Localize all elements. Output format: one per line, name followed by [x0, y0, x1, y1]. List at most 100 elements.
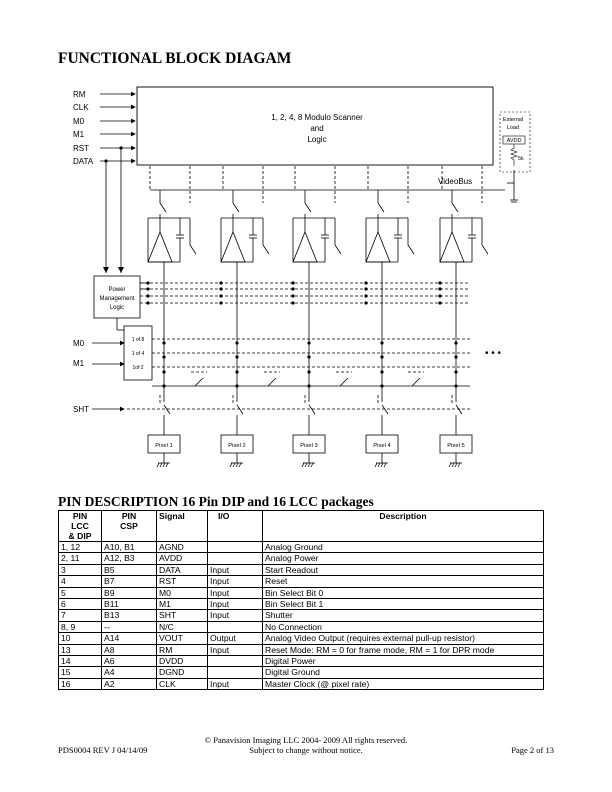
cell-pin-csp: A10, B1 [101, 540, 157, 554]
shutter-switch [455, 404, 463, 415]
ground-hatch [377, 462, 381, 468]
cell-pin-csp: A14 [101, 632, 157, 645]
amplifier-triangle [292, 230, 318, 263]
cell-signal: RM [156, 643, 208, 656]
cell-description: Analog Power [262, 552, 544, 565]
input-label-rst: RST [73, 144, 89, 153]
functional-block-diagram: 1, 2, 4, 8 Modulo ScannerandLogicRMCLKM0… [73, 86, 531, 468]
ground-hatch [451, 462, 455, 468]
cell-signal: M0 [156, 586, 208, 599]
cell-io: Input [207, 575, 263, 588]
junction-dot [235, 370, 239, 374]
cell-io: Input [207, 643, 263, 656]
cell-pin-csp: A12, B3 [101, 552, 157, 565]
cell-pin-lcc: 13 [58, 643, 102, 656]
cell-pin-lcc: 14 [58, 654, 102, 668]
header-description: Description [262, 510, 544, 542]
header-io: I/O [207, 510, 263, 542]
ground-hatch [304, 462, 308, 468]
avdd-label: AVDD [507, 138, 522, 144]
shutter-switch [381, 404, 389, 415]
ground-hatch [380, 462, 384, 468]
cell-pin-lcc: 5 [58, 586, 102, 599]
cell-io [207, 540, 263, 554]
cell-io [207, 552, 263, 565]
reset-switch [189, 244, 197, 255]
junction-dot [307, 355, 311, 359]
pin-description-title: PIN DESCRIPTION 16 Pin DIP and 16 LCC pa… [58, 494, 374, 509]
junction-dot [307, 370, 311, 374]
cell-description: Master Clock (@ pixel rate) [262, 677, 544, 691]
power-management-label: Logic [110, 305, 124, 311]
column-switch [451, 202, 459, 213]
cell-description: Shutter [262, 609, 544, 622]
junction-dot [380, 355, 384, 359]
shutter-switch [236, 404, 244, 415]
cell-description: Bin Select Bit 1 [262, 597, 544, 611]
junction-dot [454, 370, 458, 374]
ground-hatch [310, 462, 314, 468]
cell-pin-lcc: 16 [58, 677, 102, 691]
cell-io [207, 620, 263, 634]
reset-switch [481, 244, 489, 255]
bin-switch [194, 377, 204, 387]
external-load-label: External [503, 117, 523, 123]
scanner-label: 1, 2, 4, 8 Modulo Scanner [271, 113, 363, 122]
cell-io: Input [207, 563, 263, 577]
cell-pin-csp: A6 [101, 654, 157, 668]
cell-pin-csp: A4 [101, 666, 157, 679]
cell-io: Input [207, 586, 263, 599]
cell-description: Analog Video Output (requires external p… [262, 632, 544, 645]
cell-io: Input [207, 597, 263, 611]
arrow-head [118, 267, 124, 273]
cell-pin-csp: A8 [101, 643, 157, 656]
junction-dot [235, 341, 239, 345]
cell-signal: CLK [156, 677, 208, 691]
ground-hatch [229, 462, 233, 468]
cell-signal: RST [156, 575, 208, 588]
cell-pin-lcc: 1, 12 [58, 540, 102, 554]
cell-signal: AGND [156, 540, 208, 554]
load-resistor [510, 144, 518, 166]
input-label-m1: M1 [73, 130, 85, 139]
cell-io: Output [207, 632, 263, 645]
junction-dot [380, 341, 384, 345]
input-label-data: DATA [73, 157, 94, 166]
pixel-label-1: Pixel 1 [155, 443, 172, 449]
cell-pin-csp: A2 [101, 677, 157, 691]
cell-signal: VOUT [156, 632, 208, 645]
videobus-label: VideoBus [438, 177, 472, 186]
amplifier-triangle [147, 230, 173, 263]
ground-hatch [301, 462, 305, 468]
power-management-label: Management [99, 296, 134, 302]
scanner-label: and [310, 124, 323, 133]
reset-switch [262, 244, 270, 255]
cell-signal: M1 [156, 597, 208, 611]
cell-description: Reset [262, 575, 544, 588]
junction-dot [162, 384, 166, 388]
header-signal: Signal [156, 510, 208, 542]
cell-pin-lcc: 8, 9 [58, 620, 102, 634]
cell-pin-lcc: 15 [58, 666, 102, 679]
cell-description: No Connection [262, 620, 544, 634]
cell-io [207, 666, 263, 679]
footer-copyright: © Panavision Imaging LLC 2004- 2009 All … [204, 735, 408, 745]
bin-switch [411, 377, 421, 387]
cell-description: Start Readout [262, 563, 544, 577]
junction-dot [235, 384, 239, 388]
scanner-label: Logic [307, 135, 326, 144]
junction-dot [454, 384, 458, 388]
ground-hatch [383, 462, 387, 468]
cell-pin-lcc: 6 [58, 597, 102, 611]
mux-option: 1 of 4 [132, 351, 145, 357]
junction-dot [235, 355, 239, 359]
ground-hatch [374, 462, 378, 468]
